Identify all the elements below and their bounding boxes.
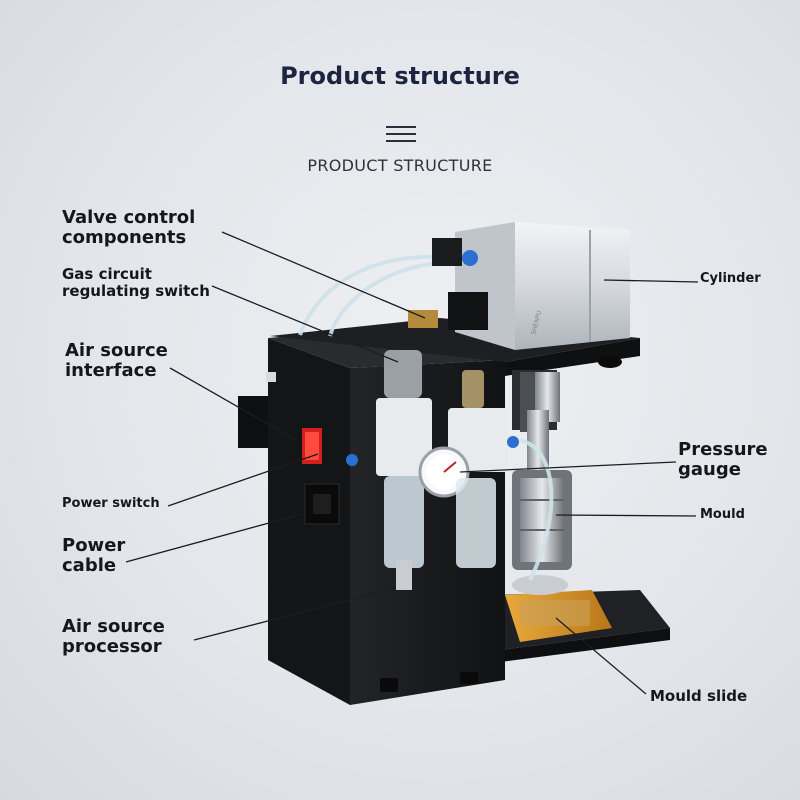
leader-power-switch: [167, 453, 319, 507]
mould: [512, 470, 572, 570]
label-gas-circuit: Gas circuit regulating switch: [62, 265, 210, 300]
label-air-source-processor: Air source processor: [62, 616, 165, 658]
leader-mould-slide: [555, 617, 647, 695]
air-source-processor: [346, 350, 519, 590]
label-power-cable: Power cable: [62, 535, 126, 577]
leader-power-cable: [125, 513, 303, 563]
label-mould-slide: Mould slide: [650, 687, 748, 705]
label-valve-control: Valve control components: [62, 207, 196, 249]
label-mould: Mould: [700, 507, 745, 522]
menu-lines-icon: [386, 126, 416, 146]
piston-rod: [512, 370, 560, 470]
side-panel-components: [238, 372, 340, 525]
leader-air-source-interface: [169, 367, 297, 441]
leader-lines: [125, 231, 699, 695]
leader-mould: [555, 514, 697, 517]
page-title: Product structure: [280, 62, 520, 90]
valve-assembly: [408, 238, 488, 330]
leader-valve-control: [221, 231, 426, 319]
mould-slide: [505, 575, 612, 642]
label-cylinder: Cylinder: [700, 271, 761, 286]
leader-gas-circuit: [211, 285, 399, 363]
page-subtitle: PRODUCT STRUCTURE: [307, 156, 493, 175]
leader-pressure-gauge: [459, 461, 677, 473]
leader-cylinder: [603, 279, 699, 283]
label-air-source-interface: Air source interface: [65, 340, 168, 382]
label-power-switch: Power switch: [62, 496, 160, 511]
leader-air-source-processor: [193, 587, 397, 641]
label-pressure-gauge: Pressure gauge: [678, 439, 768, 481]
